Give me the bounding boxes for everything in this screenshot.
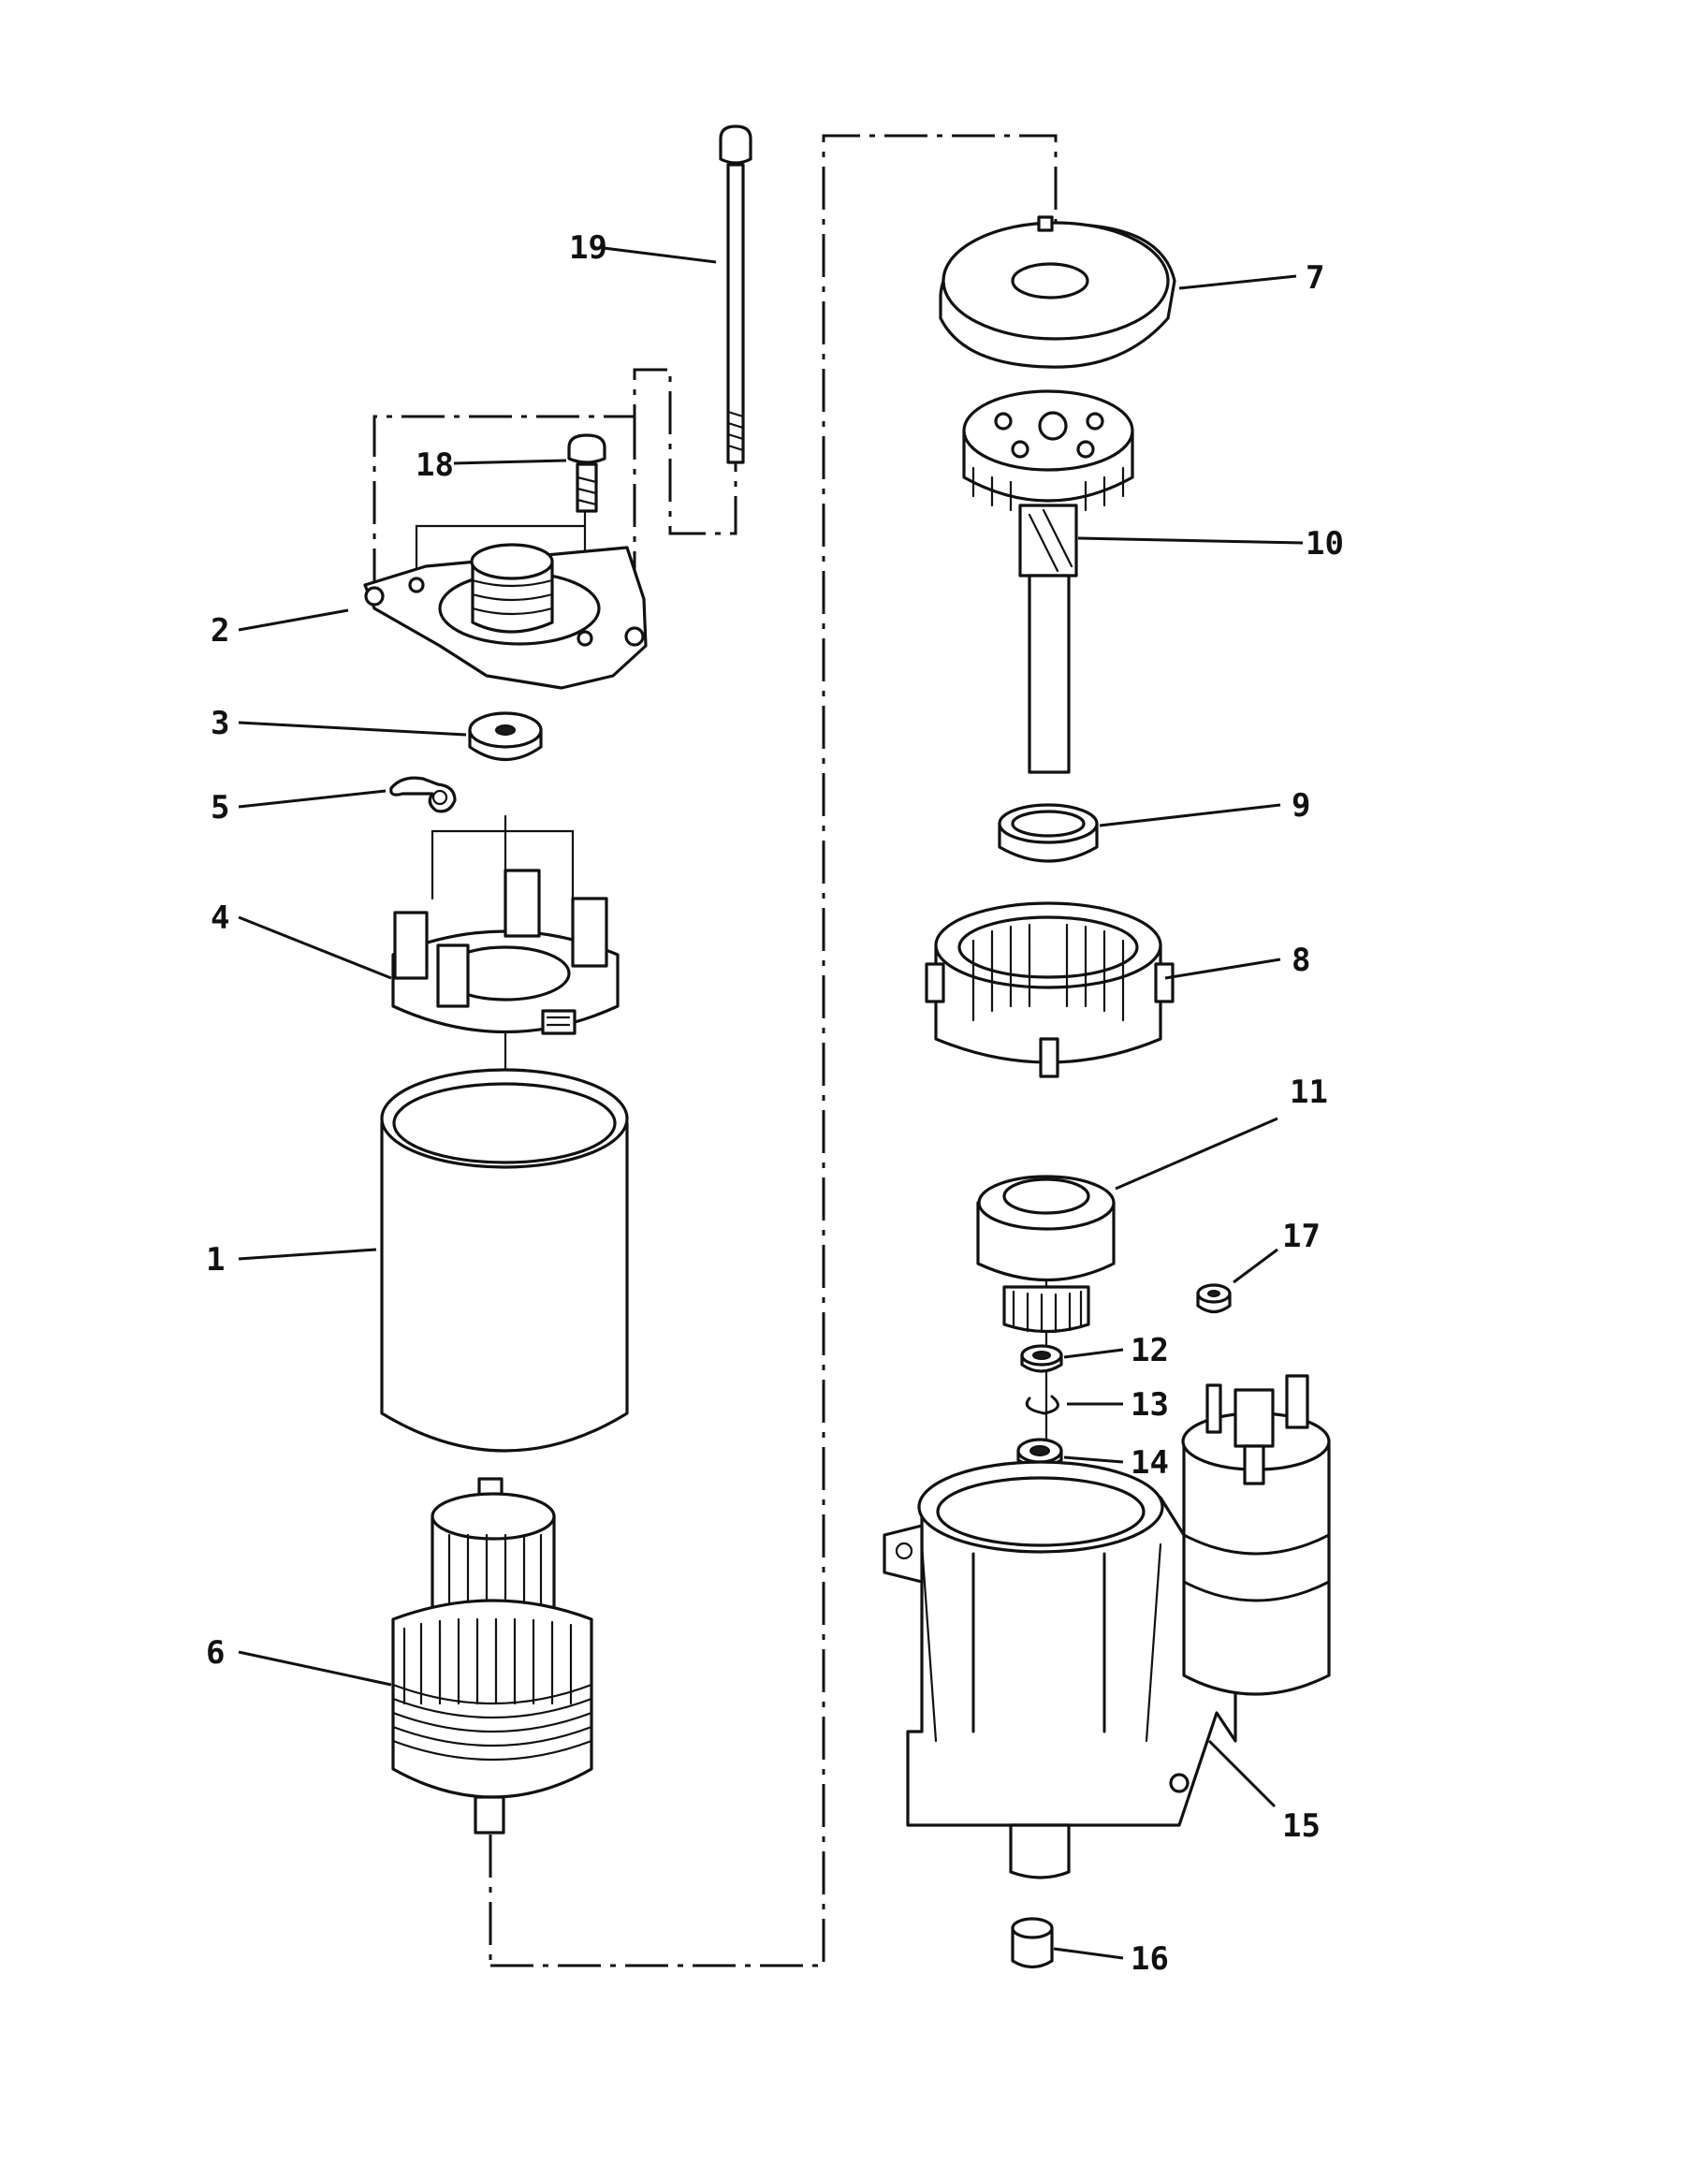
part-17-nut <box>1196 1283 1232 1314</box>
callout-16: 16 <box>1131 1940 1169 1978</box>
part-8-ring-gear <box>925 901 1175 1078</box>
callout-5: 5 <box>211 789 229 826</box>
callout-2: 2 <box>211 612 229 650</box>
part-1-field-frame <box>380 1068 629 1453</box>
part-13-snap-ring <box>1025 1395 1059 1415</box>
callout-4: 4 <box>211 899 229 937</box>
part-10-drive-shaft <box>962 389 1134 774</box>
leader-lines <box>238 246 1304 1960</box>
callout-15: 15 <box>1282 1807 1321 1845</box>
part-16-bushing <box>1011 1917 1054 1969</box>
callout-11: 11 <box>1290 1074 1328 1111</box>
callout-7: 7 <box>1306 259 1324 297</box>
callout-8: 8 <box>1292 942 1310 979</box>
callout-13: 13 <box>1131 1386 1169 1424</box>
callout-19: 19 <box>569 229 607 267</box>
part-6-armature <box>391 1477 593 1835</box>
part-19-through-bolt <box>719 124 752 464</box>
callout-3: 3 <box>211 705 229 742</box>
part-5-spring <box>389 776 457 813</box>
callout-1: 1 <box>206 1241 225 1279</box>
callout-12: 12 <box>1131 1332 1169 1369</box>
callout-labels: 19 18 2 3 5 4 1 6 7 10 9 8 11 17 12 13 1… <box>206 229 1344 1978</box>
callout-14: 14 <box>1131 1444 1169 1482</box>
part-18-screw <box>567 433 606 513</box>
part-9-needle-bearing <box>998 803 1099 863</box>
part-15-drive-housing <box>883 1374 1331 1879</box>
part-7-retainer-plate <box>939 215 1176 369</box>
part-11-pinion-drive <box>976 1175 1116 1334</box>
part-12-collar <box>1020 1344 1063 1373</box>
part-2-end-cap <box>363 543 648 690</box>
callout-18: 18 <box>416 446 454 484</box>
callout-6: 6 <box>206 1634 225 1672</box>
part-3-bearing <box>468 711 543 762</box>
callout-17: 17 <box>1282 1218 1321 1255</box>
callout-10: 10 <box>1306 525 1344 563</box>
callout-9: 9 <box>1292 787 1310 825</box>
part-4-brush-holder <box>391 869 620 1035</box>
